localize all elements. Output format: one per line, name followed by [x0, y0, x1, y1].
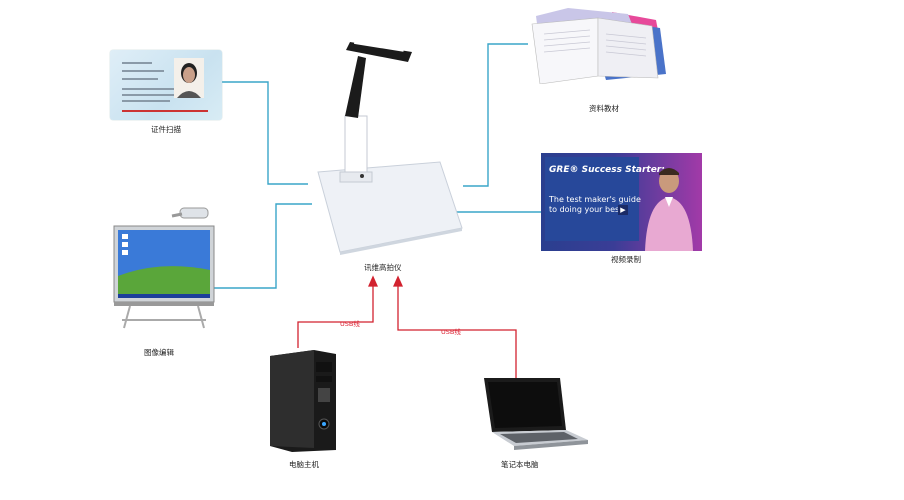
arrow-usb-laptop	[392, 275, 404, 287]
play-icon: ▶	[618, 205, 628, 215]
desktop-pc-image	[270, 350, 336, 452]
label-image-edit: 图像编辑	[144, 348, 174, 357]
link-materials	[463, 43, 528, 187]
video-title: GRE® Success Starter:	[549, 165, 665, 175]
presenter-image	[645, 168, 693, 251]
video-subtitle-line1: The test maker's guide	[549, 195, 641, 204]
arrow-usb-desktop	[367, 275, 379, 287]
whiteboard-image	[113, 207, 215, 329]
label-video-record: 视频录制	[611, 255, 641, 264]
video-thumbnail: GRE® Success Starter: The test maker's g…	[541, 153, 702, 251]
laptop-image	[484, 378, 588, 450]
label-id-scan: 证件扫描	[151, 125, 181, 134]
label-laptop: 笔记本电脑	[501, 460, 539, 469]
label-center-device: 讯维高拍仪	[364, 263, 402, 272]
label-materials: 资料教材	[589, 104, 619, 113]
document-camera	[317, 37, 463, 255]
portrait-photo	[174, 58, 204, 98]
link-id-scan	[222, 81, 308, 185]
link-image-edit	[210, 203, 312, 289]
link-usb-laptop	[397, 280, 517, 380]
usb-label-laptop: USB线	[441, 328, 461, 336]
video-subtitle: The test maker's guide to doing your bes…	[549, 195, 641, 215]
books-image	[531, 8, 666, 84]
label-desktop: 电脑主机	[289, 460, 319, 469]
id-card-image	[110, 50, 222, 120]
video-subtitle-line2: to doing your best	[549, 205, 623, 214]
link-usb-desktop	[297, 280, 374, 348]
usb-label-desktop: USB线	[340, 320, 360, 328]
